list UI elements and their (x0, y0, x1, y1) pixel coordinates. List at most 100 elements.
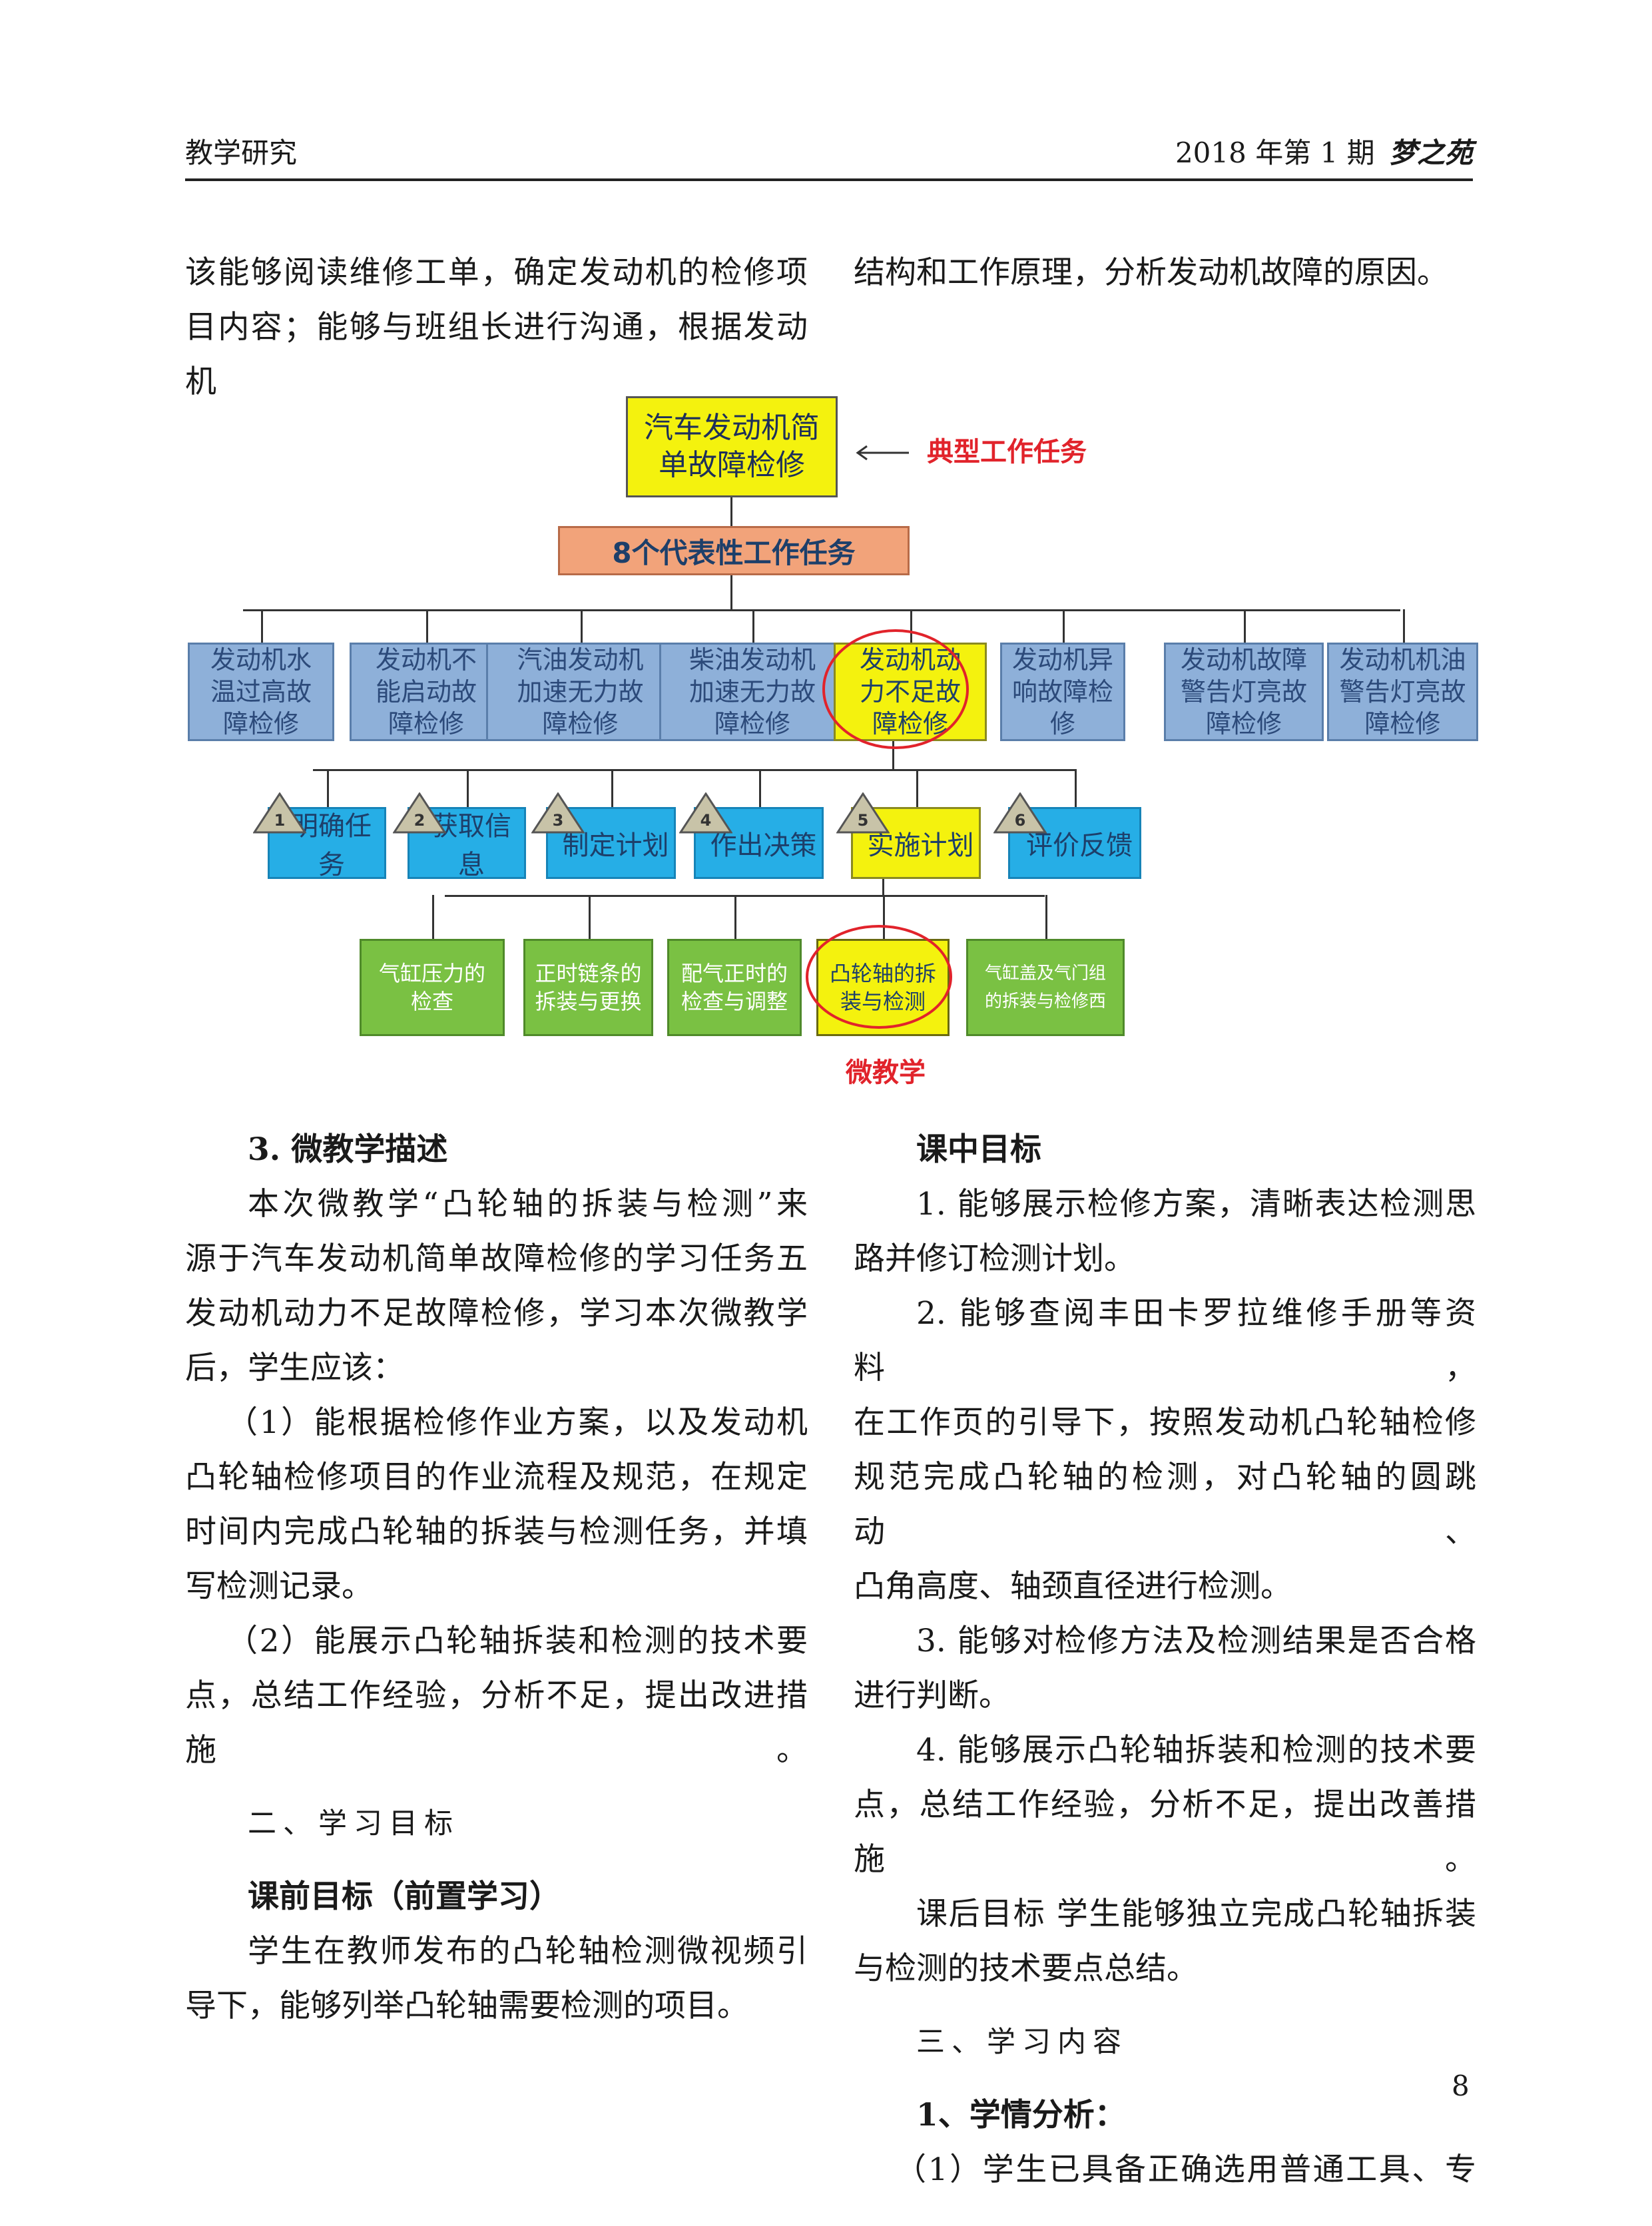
right-column: 课中目标 1. 能够展示检修方案，清晰表达检测思 路并修订检测计划。 2. 能够… (854, 1123, 1476, 2197)
task-box: 发动机机油警告灯亮故障检修 (1327, 643, 1478, 741)
text-line: 结构和工作原理，分析发动机故障的原因。 (854, 254, 1448, 291)
text-line: 2. 能够查阅丰田卡罗拉维修手册等资料， (854, 1295, 1476, 1386)
text-line: 课后目标 学生能够独立完成凸轮轴拆装 (916, 1896, 1476, 1932)
connector-line (1045, 895, 1047, 939)
text-line: 时间内完成凸轮轴的拆装与检测任务，并填 (185, 1514, 808, 1550)
text-line: 4. 能够展示凸轮轴拆装和检测的技术要 (916, 1732, 1476, 1769)
text-line: 后，学生应该： (185, 1350, 404, 1386)
task-box: 汽油发动机加速无力故障检修 (486, 643, 675, 741)
connector-line (1075, 769, 1077, 807)
paragraph: 3. 能够对检修方法及检测结果是否合格 进行判断。 (854, 1614, 1476, 1723)
top-right-text: 结构和工作原理，分析发动机故障的原因。 (854, 246, 1476, 300)
task-box-line: 温过高故 (210, 677, 312, 706)
task-box-line: 发动机动 (859, 645, 961, 675)
connector-line (1244, 609, 1246, 643)
step-number-triangle (531, 792, 585, 834)
step-number: 3 (552, 811, 564, 830)
step-number: 5 (857, 811, 869, 830)
root-annotation: 典型工作任务 (927, 437, 1087, 467)
task-box-line: 发动机水 (210, 645, 312, 675)
journal-logo: 梦之苑 (1388, 137, 1473, 169)
connector-line (1402, 609, 1405, 643)
task-box-line: 发动机不 (375, 645, 477, 675)
subtask-box: 配气正时的检查与调整 (667, 939, 802, 1036)
task-box-line: 发动机机油 (1339, 645, 1466, 675)
paragraph: 学生在教师发布的凸轮轴检测微视频引 导下，能够列举凸轮轴需要检测的项目。 (185, 1924, 808, 2034)
step-box: 明确任务 (268, 807, 386, 880)
paragraph: 课后目标 学生能够独立完成凸轮轴拆装 与检测的技术要点总结。 (854, 1887, 1476, 1996)
subtask-box-line: 气缸盖及气门组 (984, 964, 1106, 983)
header-rule (185, 178, 1473, 181)
task-box-line: 障检修 (872, 709, 948, 738)
task-box: 发动机不能启动故障检修 (350, 643, 503, 741)
highlight-circle (806, 925, 952, 1029)
task-box-line: 响故障检 (1011, 677, 1113, 706)
subtask-box: 气缸盖及气门组的拆装与检修西 (966, 939, 1125, 1036)
step-label: 实施计划 (867, 830, 974, 861)
connector-line (730, 575, 732, 610)
running-header-left: 教学研究 (185, 137, 298, 169)
subsection-heading: 课中目标 (916, 1131, 1041, 1168)
text-line: （1）能根据检修作业方案，以及发动机 (226, 1404, 808, 1441)
subtask-box-line: 正时链条的 (535, 961, 642, 986)
connector-line (892, 741, 894, 770)
connector-line (580, 609, 583, 643)
task-box-line: 障检修 (542, 709, 619, 738)
task-box: 发动机水温过高故障检修 (188, 643, 334, 741)
left-column: 3. 微教学描述 本次微教学“凸轮轴的拆装与检测”来 源于汽车发动机简单故障检修… (185, 1123, 808, 2034)
text-line: 凸轮轴检修项目的作业流程及规范，在规定 (185, 1459, 808, 1496)
connector-line (588, 895, 591, 939)
step-number-triangle (993, 792, 1047, 834)
step-label: 评价反馈 (1026, 830, 1133, 861)
diagram-root: 汽车发动机简 单故障检修 (626, 396, 838, 497)
connector-line (882, 879, 884, 896)
step-number: 1 (274, 811, 286, 830)
subtask-box: 正时链条的拆装与更换 (523, 939, 653, 1036)
task-box-line: 力不足故 (859, 677, 961, 706)
subtask-box-line: 的拆装与检修西 (984, 991, 1106, 1011)
connector-line (327, 769, 329, 807)
subtask-box-line: 检查 (410, 989, 453, 1014)
step-number: 6 (1014, 811, 1026, 830)
text-line: 导下，能够列举凸轮轴需要检测的项目。 (185, 1988, 748, 2024)
connector-line (467, 769, 469, 807)
step-number-triangle (836, 792, 890, 834)
top-left-text: 该能够阅读维修工单，确定发动机的检修项 目内容；能够与班组长进行沟通，根据发动机 (185, 246, 808, 410)
issue-label: 2018 年第 1 期 (1175, 137, 1375, 169)
connector-line (426, 609, 428, 643)
connector-bus (313, 769, 1077, 771)
connector-line (883, 895, 885, 939)
text-line: 1. 能够展示检修方案，清晰表达检测思 (916, 1186, 1476, 1223)
text-line: 进行判断。 (854, 1677, 1010, 1714)
task-box: 发动机故障警告灯亮故障检修 (1164, 643, 1324, 741)
connector-line (916, 769, 918, 807)
text-line: 该能够阅读维修工单，确定发动机的检修项 (185, 254, 808, 291)
text-line: 点，总结工作经验，分析不足，提出改善措施。 (854, 1787, 1476, 1878)
connector-line (734, 895, 736, 939)
task-box-line: 汽油发动机 (517, 645, 644, 675)
step-number: 4 (700, 811, 712, 830)
subtask-box-line: 检查与调整 (681, 989, 788, 1014)
text-line: 学生在教师发布的凸轮轴检测微视频引 (248, 1933, 808, 1970)
text-line: 源于汽车发动机简单故障检修的学习任务五 (185, 1241, 808, 1277)
step-number: 2 (413, 811, 425, 830)
paragraph: （1）能根据检修作业方案，以及发动机 凸轮轴检修项目的作业流程及规范，在规定 时… (185, 1396, 808, 1614)
diagram-level2: 8个代表性工作任务 (558, 526, 910, 575)
text-line: 在工作页的引导下，按照发动机凸轮轴检修 (854, 1404, 1476, 1441)
highlight-circle (822, 629, 969, 749)
subsection-heading: 1、学情分析： (916, 2097, 1126, 2133)
task-box-line: 障检修 (1364, 709, 1441, 738)
connector-line (432, 895, 434, 939)
section-heading: 三、学习内容 (916, 2026, 1128, 2059)
micro-teaching-label: 微教学 (846, 1057, 926, 1088)
section-heading: 3. 微教学描述 (248, 1131, 448, 1168)
subtask-box-line: 装与检测 (840, 989, 926, 1014)
text-line: 写检测记录。 (185, 1568, 373, 1605)
paragraph: 2. 能够查阅丰田卡罗拉维修手册等资料， 在工作页的引导下，按照发动机凸轮轴检修… (854, 1286, 1476, 1614)
annotation-arrow (856, 445, 909, 461)
root-line: 汽车发动机简 (644, 411, 820, 445)
text-line: 点，总结工作经验，分析不足，提出改进措施。 (185, 1677, 808, 1769)
task-box-line: 障检修 (714, 709, 790, 738)
text-line: 3. 能够对检修方法及检测结果是否合格 (916, 1623, 1476, 1659)
step-number-triangle (679, 792, 732, 834)
